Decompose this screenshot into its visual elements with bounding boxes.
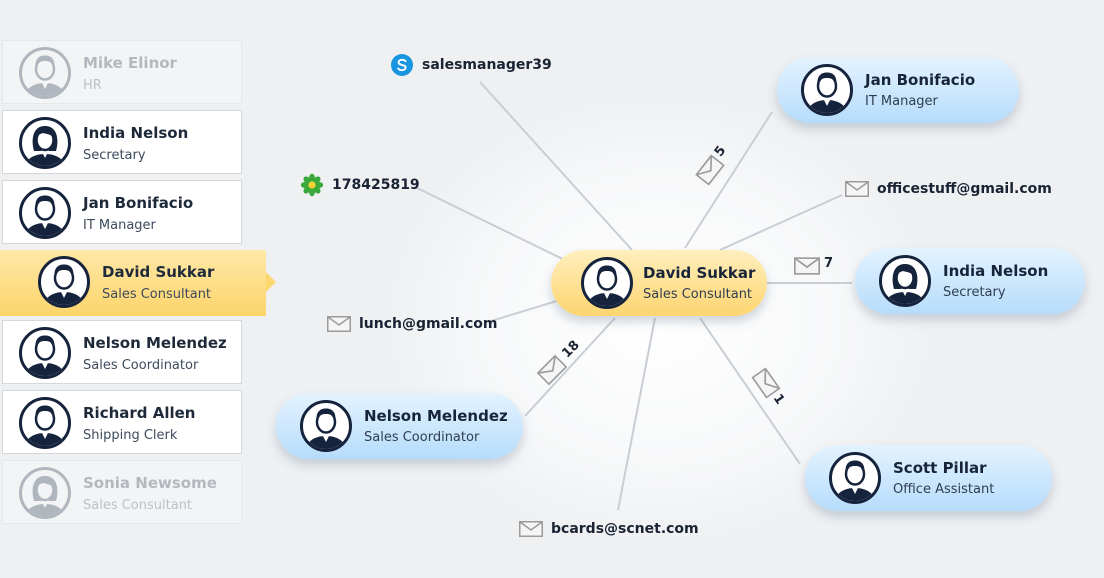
sidebar-item-india-nelson[interactable]: India Nelson Secretary	[2, 110, 242, 174]
sidebar-item-nelson-melendez[interactable]: Nelson Melendez Sales Coordinator	[2, 320, 242, 384]
link-icq	[414, 186, 576, 266]
link-lunch	[487, 299, 561, 323]
link-skype	[479, 81, 633, 251]
skype-icon	[391, 54, 413, 76]
sidebar-item-role: Sales Consultant	[83, 498, 193, 513]
sidebar-item-name: Richard Allen	[83, 404, 196, 422]
female-avatar-icon	[19, 467, 71, 519]
sidebar-item-name: India Nelson	[83, 124, 189, 142]
node-center-david-sukkar[interactable]: David Sukkar Sales Consultant	[551, 250, 767, 316]
envelope-icon	[845, 181, 869, 197]
node-name: India Nelson	[943, 262, 1049, 280]
male-avatar-icon	[19, 47, 71, 99]
envelope-icon	[519, 521, 543, 537]
contact-icq[interactable]: 178425819	[300, 173, 420, 197]
link-scott	[699, 317, 801, 465]
node-role: Secretary	[943, 285, 1006, 300]
node-role: IT Manager	[865, 94, 938, 109]
sidebar-item-richard-allen[interactable]: Richard Allen Shipping Clerk	[2, 390, 242, 454]
sidebar-item-name: Jan Bonifacio	[83, 194, 194, 212]
node-role: Office Assistant	[893, 482, 995, 497]
male-avatar-icon	[38, 256, 90, 308]
sidebar-item-role: Sales Consultant	[102, 287, 212, 302]
node-role: Sales Coordinator	[364, 430, 480, 445]
node-name: David Sukkar	[643, 264, 756, 282]
sidebar-item-role: HR	[83, 78, 102, 93]
contact-skype[interactable]: salesmanager39	[390, 53, 552, 77]
female-avatar-icon	[19, 117, 71, 169]
sidebar-item-name: Nelson Melendez	[83, 334, 227, 352]
contact-lunch-email[interactable]: lunch@gmail.com	[327, 316, 497, 332]
contacts-sidebar: Mike Elinor HR India Nelson Secretary Ja…	[0, 0, 276, 578]
envelope-icon	[536, 354, 568, 386]
sidebar-item-role: Shipping Clerk	[83, 428, 178, 443]
male-avatar-icon	[19, 187, 71, 239]
male-avatar-icon	[300, 400, 352, 452]
link-jan	[684, 111, 773, 249]
icq-number: 178425819	[332, 177, 420, 193]
male-avatar-icon	[19, 397, 71, 449]
sidebar-item-sonia-newsome[interactable]: Sonia Newsome Sales Consultant	[2, 460, 242, 524]
male-avatar-icon	[581, 257, 633, 309]
envelope-icon	[695, 154, 725, 186]
male-avatar-icon	[801, 64, 853, 116]
node-india-nelson[interactable]: India Nelson Secretary	[855, 248, 1085, 314]
envelope-icon	[327, 316, 351, 332]
sidebar-item-jan-bonifacio[interactable]: Jan Bonifacio IT Manager	[2, 180, 242, 244]
node-role: Sales Consultant	[643, 287, 753, 302]
email-address: bcards@scnet.com	[551, 521, 699, 537]
node-name: Jan Bonifacio	[865, 71, 976, 89]
email-address: officestuff@gmail.com	[877, 181, 1052, 197]
node-nelson-melendez[interactable]: Nelson Melendez Sales Coordinator	[276, 393, 523, 459]
link-office	[719, 194, 843, 251]
link-nelson	[524, 317, 616, 417]
male-avatar-icon	[19, 327, 71, 379]
node-name: Nelson Melendez	[364, 407, 508, 425]
sidebar-item-name: Sonia Newsome	[83, 474, 217, 492]
node-jan-bonifacio[interactable]: Jan Bonifacio IT Manager	[777, 57, 1019, 123]
male-avatar-icon	[829, 452, 881, 504]
link-bcards	[617, 317, 656, 511]
contact-officestuff-email[interactable]: officestuff@gmail.com	[845, 181, 1052, 197]
sidebar-item-name: Mike Elinor	[83, 54, 177, 72]
icq-flower-icon	[300, 173, 324, 197]
female-avatar-icon	[879, 255, 931, 307]
email-address: lunch@gmail.com	[359, 316, 498, 332]
sidebar-item-name: David Sukkar	[102, 263, 215, 281]
contact-bcards-email[interactable]: bcards@scnet.com	[519, 521, 699, 537]
sidebar-item-david-sukkar[interactable]: David Sukkar Sales Consultant	[0, 250, 276, 316]
sidebar-item-role: Sales Coordinator	[83, 358, 199, 373]
envelope-icon	[794, 257, 820, 275]
envelope-icon	[751, 367, 781, 399]
node-name: Scott Pillar	[893, 459, 987, 477]
sidebar-item-role: IT Manager	[83, 218, 156, 233]
node-scott-pillar[interactable]: Scott Pillar Office Assistant	[805, 445, 1052, 511]
sidebar-item-mike-elinor[interactable]: Mike Elinor HR	[2, 40, 242, 104]
skype-handle: salesmanager39	[422, 57, 552, 73]
sidebar-item-role: Secretary	[83, 148, 146, 163]
email-count-india: 7	[824, 256, 834, 271]
